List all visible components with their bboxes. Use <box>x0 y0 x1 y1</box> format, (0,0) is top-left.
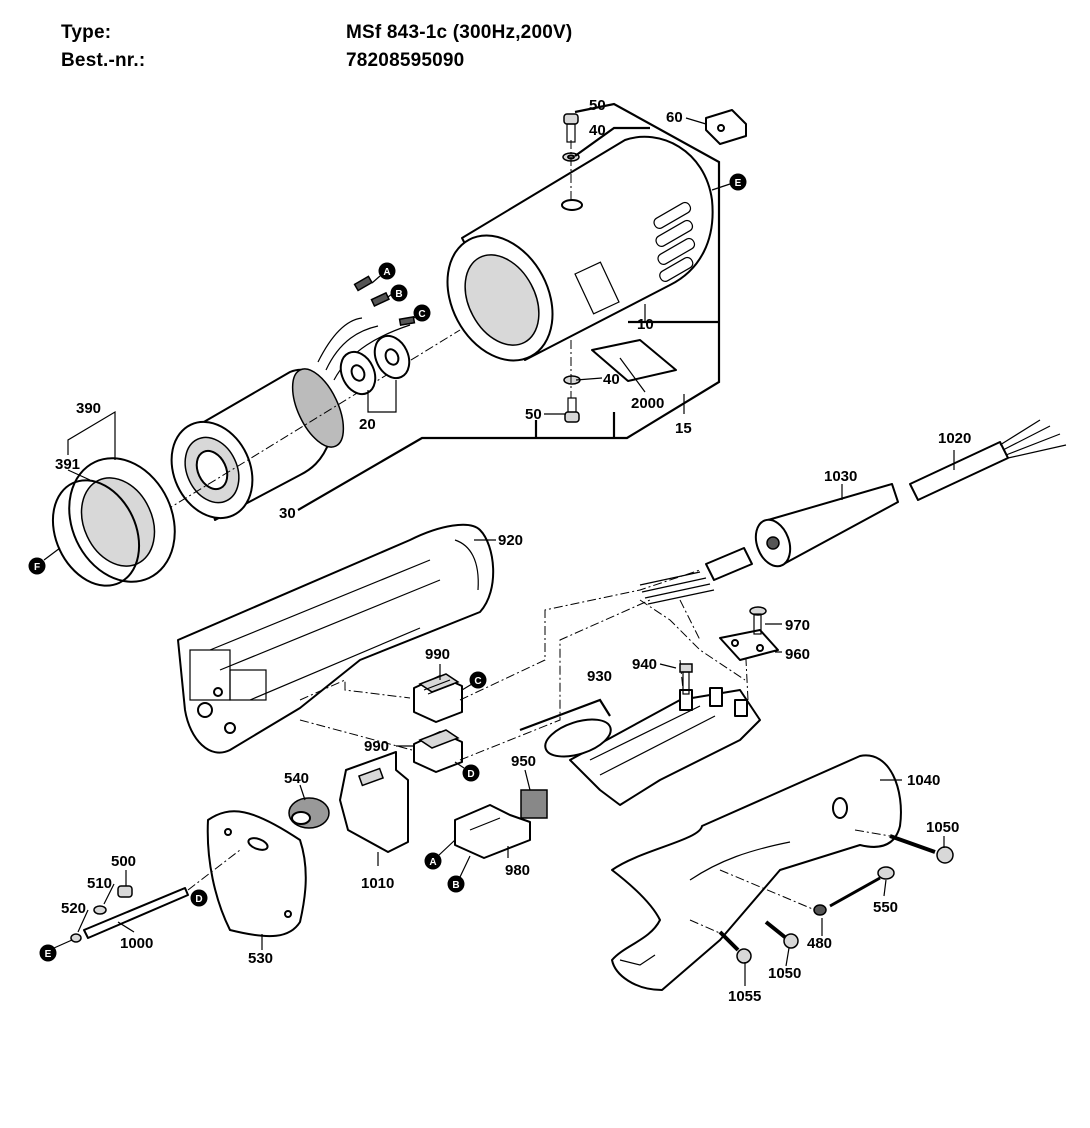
svg-text:C: C <box>474 676 481 687</box>
washer-510 <box>93 905 107 915</box>
label-1030: 1030 <box>824 468 857 485</box>
screw-1050-bottom <box>764 920 799 949</box>
label-1050-bottom: 1050 <box>768 965 801 982</box>
type-label: Type: <box>61 22 112 43</box>
handle-half-920 <box>177 523 495 754</box>
label-1020: 1020 <box>938 430 971 447</box>
label-1000: 1000 <box>120 935 153 952</box>
connector-e-top: E <box>711 173 747 191</box>
capacitor-990-top <box>413 673 463 723</box>
label-40-top: 40 <box>589 122 606 139</box>
label-920: 920 <box>498 532 523 549</box>
connector-d-rod: D <box>190 889 208 907</box>
motor-housing <box>446 135 714 362</box>
svg-text:F: F <box>34 562 40 573</box>
front-flange-390 <box>68 457 176 583</box>
label-1050-right: 1050 <box>926 819 959 836</box>
screw-1055 <box>718 930 752 964</box>
nut-480 <box>813 904 827 916</box>
label-20: 20 <box>359 416 376 433</box>
svg-text:D: D <box>467 769 474 780</box>
rating-plate <box>591 339 677 382</box>
screw-1050-right <box>889 834 954 864</box>
connector-e-rod: E <box>39 939 73 962</box>
label-1010: 1010 <box>361 875 394 892</box>
spacer-rings-20 <box>339 334 411 396</box>
rod-1000 <box>83 887 189 939</box>
order-number-value: 78208595090 <box>346 50 465 71</box>
screw-500 <box>117 885 133 898</box>
svg-text:C: C <box>418 309 425 320</box>
label-500: 500 <box>111 853 136 870</box>
screw-940 <box>679 663 693 673</box>
terminal-block-60 <box>705 109 747 145</box>
label-391: 391 <box>55 456 80 473</box>
cable-sleeve-1030 <box>754 483 899 568</box>
label-480: 480 <box>807 935 832 952</box>
svg-text:E: E <box>45 949 52 960</box>
label-2000: 2000 <box>631 395 664 412</box>
o-ring-391 <box>51 479 141 587</box>
label-30: 30 <box>279 505 296 522</box>
label-390: 390 <box>76 400 101 417</box>
label-520: 520 <box>61 900 86 917</box>
label-550: 550 <box>873 899 898 916</box>
screw-bottom <box>563 375 581 423</box>
connector-a-top: A <box>371 262 396 284</box>
label-950: 950 <box>511 753 536 770</box>
svg-text:A: A <box>429 857 436 868</box>
label-980: 980 <box>505 862 530 879</box>
svg-text:B: B <box>395 289 402 300</box>
label-1040: 1040 <box>907 772 940 789</box>
cover-plate-1010 <box>339 751 409 853</box>
connector-c-top: C <box>413 304 431 322</box>
screw-970 <box>749 606 767 635</box>
label-1055: 1055 <box>728 988 761 1005</box>
label-50-top: 50 <box>589 97 606 114</box>
type-value: MSf 843-1c (300Hz,200V) <box>346 22 573 43</box>
label-990-bottom: 990 <box>364 738 389 755</box>
label-60: 60 <box>666 109 683 126</box>
order-number-label: Best.-nr.: <box>61 50 146 71</box>
switch-930 <box>544 687 761 806</box>
label-990-top: 990 <box>425 646 450 663</box>
label-960: 960 <box>785 646 810 663</box>
connector-f: F <box>28 547 61 575</box>
nut-520 <box>70 933 82 943</box>
suppressor-950 <box>520 789 548 819</box>
label-530: 530 <box>248 950 273 967</box>
vent-slots <box>653 201 696 282</box>
cable-1020 <box>909 419 1067 501</box>
capacitor-990-bottom <box>413 729 463 773</box>
cable-clamp-960 <box>719 629 779 661</box>
base-plate-530 <box>206 810 307 938</box>
label-540: 540 <box>284 770 309 787</box>
label-940: 940 <box>632 656 657 673</box>
handle-shell-1040 <box>611 754 902 991</box>
svg-text:E: E <box>735 178 742 189</box>
svg-text:A: A <box>383 267 390 278</box>
connector-c-switch: C <box>461 671 487 691</box>
connector-b-top: B <box>387 284 408 302</box>
connector-b-slider: B <box>447 855 471 893</box>
connector-d-switch: D <box>454 761 480 782</box>
screw-550 <box>829 866 895 908</box>
connector-a-slider: A <box>424 839 456 870</box>
label-10: 10 <box>637 316 654 333</box>
svg-text:B: B <box>452 880 459 891</box>
svg-text:D: D <box>195 894 202 905</box>
label-510: 510 <box>87 875 112 892</box>
label-930: 930 <box>587 668 612 685</box>
label-40-bottom: 40 <box>603 371 620 388</box>
stator-assembly <box>170 317 411 521</box>
label-970: 970 <box>785 617 810 634</box>
label-50-bottom: 50 <box>525 406 542 423</box>
label-15: 15 <box>675 420 692 437</box>
grommet-540 <box>288 797 330 829</box>
switch-slider-980 <box>454 804 531 859</box>
